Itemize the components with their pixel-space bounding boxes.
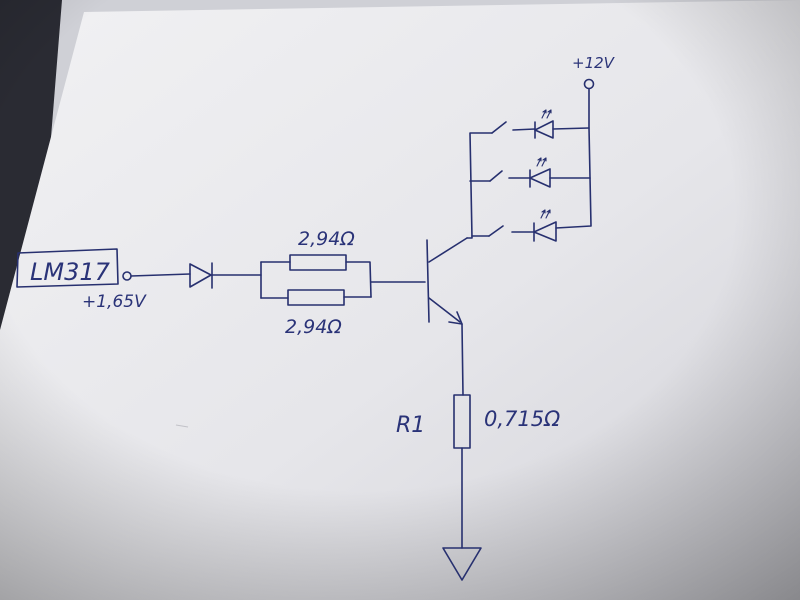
- led-1: [534, 109, 590, 139]
- parallel-resistor-bottom: [287, 289, 345, 306]
- paper-mark: [175, 424, 189, 428]
- collector-bus: [466, 132, 493, 239]
- led-2: [529, 157, 591, 188]
- emitter-resistor-name: R1: [396, 413, 425, 438]
- regulator-label: LM317: [30, 258, 111, 286]
- input-terminal: [122, 271, 191, 281]
- switch-3: [488, 225, 535, 237]
- emitter-resistor: [453, 394, 471, 549]
- led-3: [533, 209, 557, 242]
- switch-2: [489, 170, 531, 182]
- parallel-resistor-network: [260, 261, 426, 299]
- resistor-top-value: 2,94Ω: [298, 228, 355, 250]
- supply-voltage-label: +12V: [572, 54, 616, 72]
- ground-symbol: [442, 547, 482, 581]
- input-voltage-label: +1,65V: [82, 292, 147, 312]
- emitter-resistor-value: 0,715Ω: [484, 407, 560, 431]
- voltage-regulator-box: LM317: [16, 248, 119, 288]
- supply-terminal: [555, 78, 595, 229]
- switch-1: [491, 121, 536, 134]
- npn-transistor: [426, 237, 468, 396]
- series-diode: [189, 262, 262, 289]
- parallel-resistor-top: [289, 254, 347, 271]
- resistor-bottom-value: 2,94Ω: [285, 316, 342, 338]
